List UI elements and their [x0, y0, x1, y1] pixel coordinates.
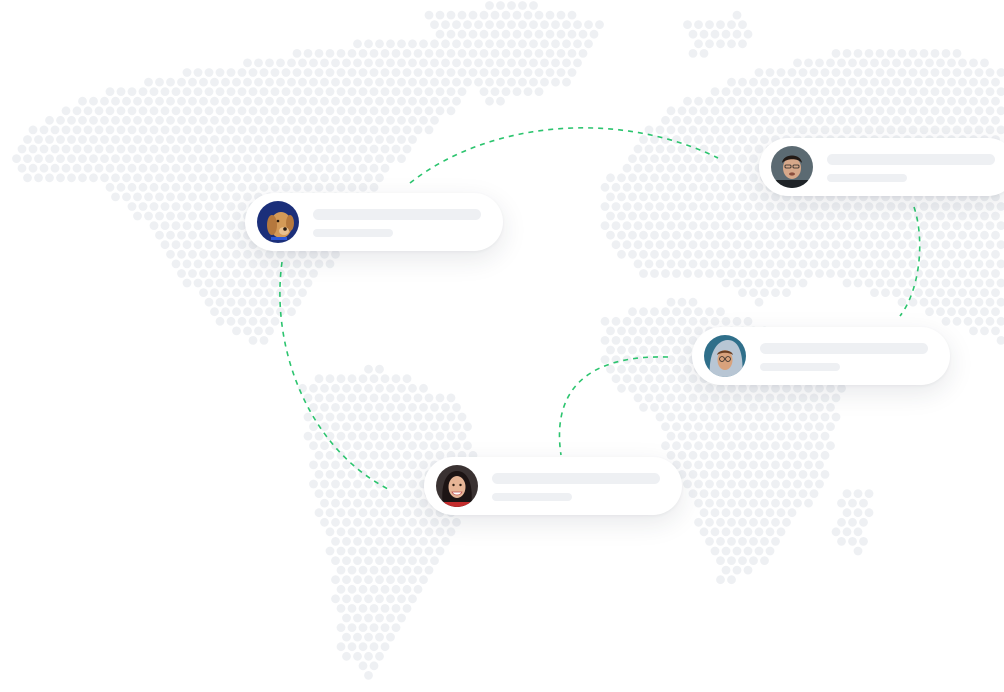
map-dots	[12, 1, 1004, 680]
dog-avatar	[257, 201, 299, 243]
man-avatar	[771, 146, 813, 188]
user-card-dog[interactable]	[245, 193, 503, 251]
hooded-person-avatar	[704, 335, 746, 377]
user-detail-placeholder	[827, 174, 907, 182]
connection-dog-to-woman	[279, 261, 391, 491]
user-card-hooded-person[interactable]	[692, 327, 950, 385]
connection-man-to-hooded	[899, 206, 921, 317]
user-name-placeholder	[313, 209, 481, 220]
user-name-placeholder	[492, 473, 660, 484]
connection-hooded-to-woman	[558, 356, 669, 456]
user-card-smiling-woman[interactable]	[424, 457, 682, 515]
smiling-woman-avatar	[436, 465, 478, 507]
user-detail-placeholder	[760, 363, 840, 371]
user-detail-placeholder	[492, 493, 572, 501]
connection-dog-to-man	[409, 127, 719, 184]
user-detail-placeholder	[313, 229, 393, 237]
user-name-placeholder	[760, 343, 928, 354]
user-card-man[interactable]	[759, 138, 1004, 196]
user-name-placeholder	[827, 154, 995, 165]
